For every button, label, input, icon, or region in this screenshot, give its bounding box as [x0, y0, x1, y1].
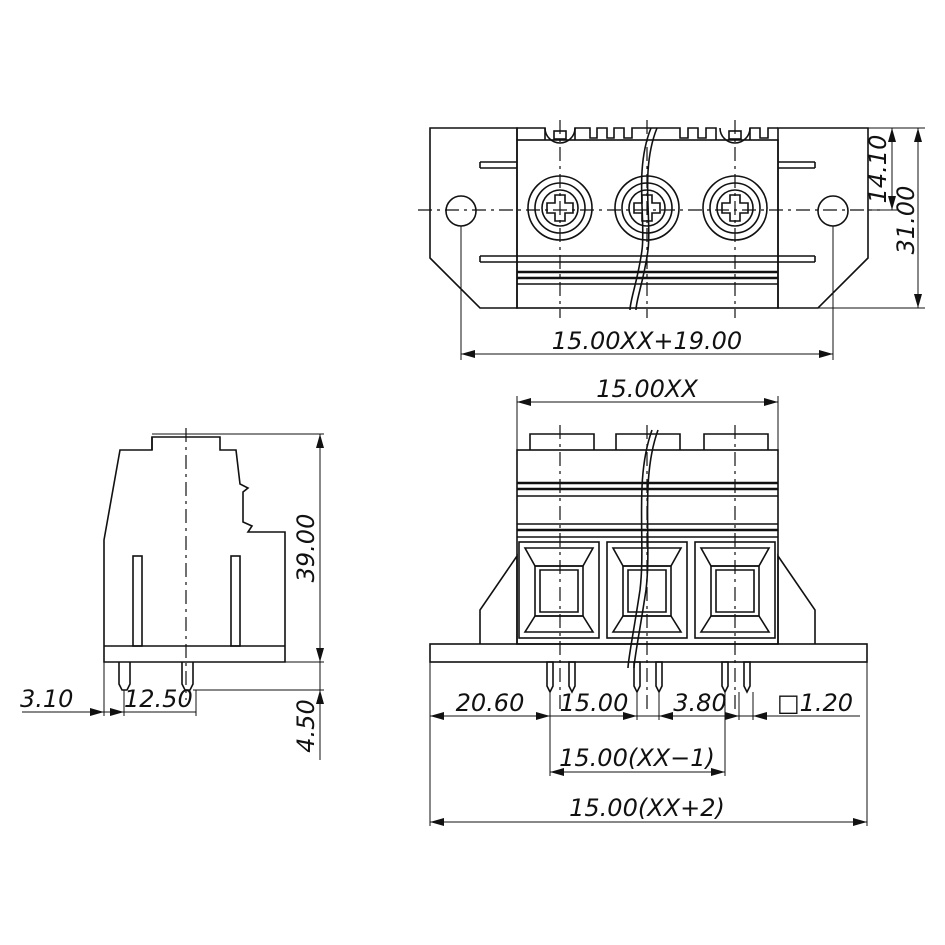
top-view-flange [429, 127, 518, 309]
dim-front-overall: 15.00(XX+2) [569, 794, 725, 822]
front-view-base [429, 643, 868, 663]
front-view-head-2 [615, 433, 681, 450]
front-view-break-line [633, 429, 659, 669]
side-view-inner-pin-left [132, 555, 143, 647]
dim-top-height-small: 14.10 [864, 135, 892, 204]
dim-side-offset: 3.10 [20, 685, 73, 713]
front-view-head-3 [703, 433, 769, 450]
dim-front-pitch-total: 15.00XX [596, 375, 698, 403]
dim-front-pitch: 15.00 [560, 689, 629, 717]
top-view [418, 120, 925, 360]
dim-front-pin-square: □1.20 [777, 689, 853, 717]
side-view-body [103, 436, 286, 663]
top-view-flange-right [777, 127, 869, 309]
front-view-gusset-right [777, 553, 816, 644]
front-view-cavity-3 [694, 541, 776, 639]
dim-front-pin-pair: 3.80 [673, 689, 726, 717]
front-view-gusset-left [479, 553, 518, 644]
top-view-bump-3 [719, 127, 751, 144]
dim-top-height-total: 31.00 [892, 186, 920, 255]
top-view-bump-1 [544, 127, 576, 144]
dim-front-left-offset: 20.60 [456, 689, 525, 717]
dim-top-total-width: 15.00XX+19.00 [552, 327, 742, 355]
top-view-break-line [635, 127, 658, 311]
dim-side-pin-length: 4.50 [292, 699, 320, 752]
dim-side-pin-spacing: 12.50 [124, 685, 193, 713]
front-view [429, 396, 868, 826]
front-view-pins [546, 661, 751, 694]
side-view [22, 428, 324, 760]
side-view-leg-right [181, 662, 194, 691]
side-view-inner-pin-right [230, 555, 241, 647]
front-view-cavity-1 [518, 541, 600, 639]
dim-side-height: 39.00 [292, 514, 320, 583]
top-view-mount-hole-left [445, 195, 477, 227]
dim-front-pins-span: 15.00(XX−1) [559, 744, 715, 772]
front-view-head-1 [529, 433, 595, 450]
top-view-mount-hole-right [817, 195, 849, 227]
